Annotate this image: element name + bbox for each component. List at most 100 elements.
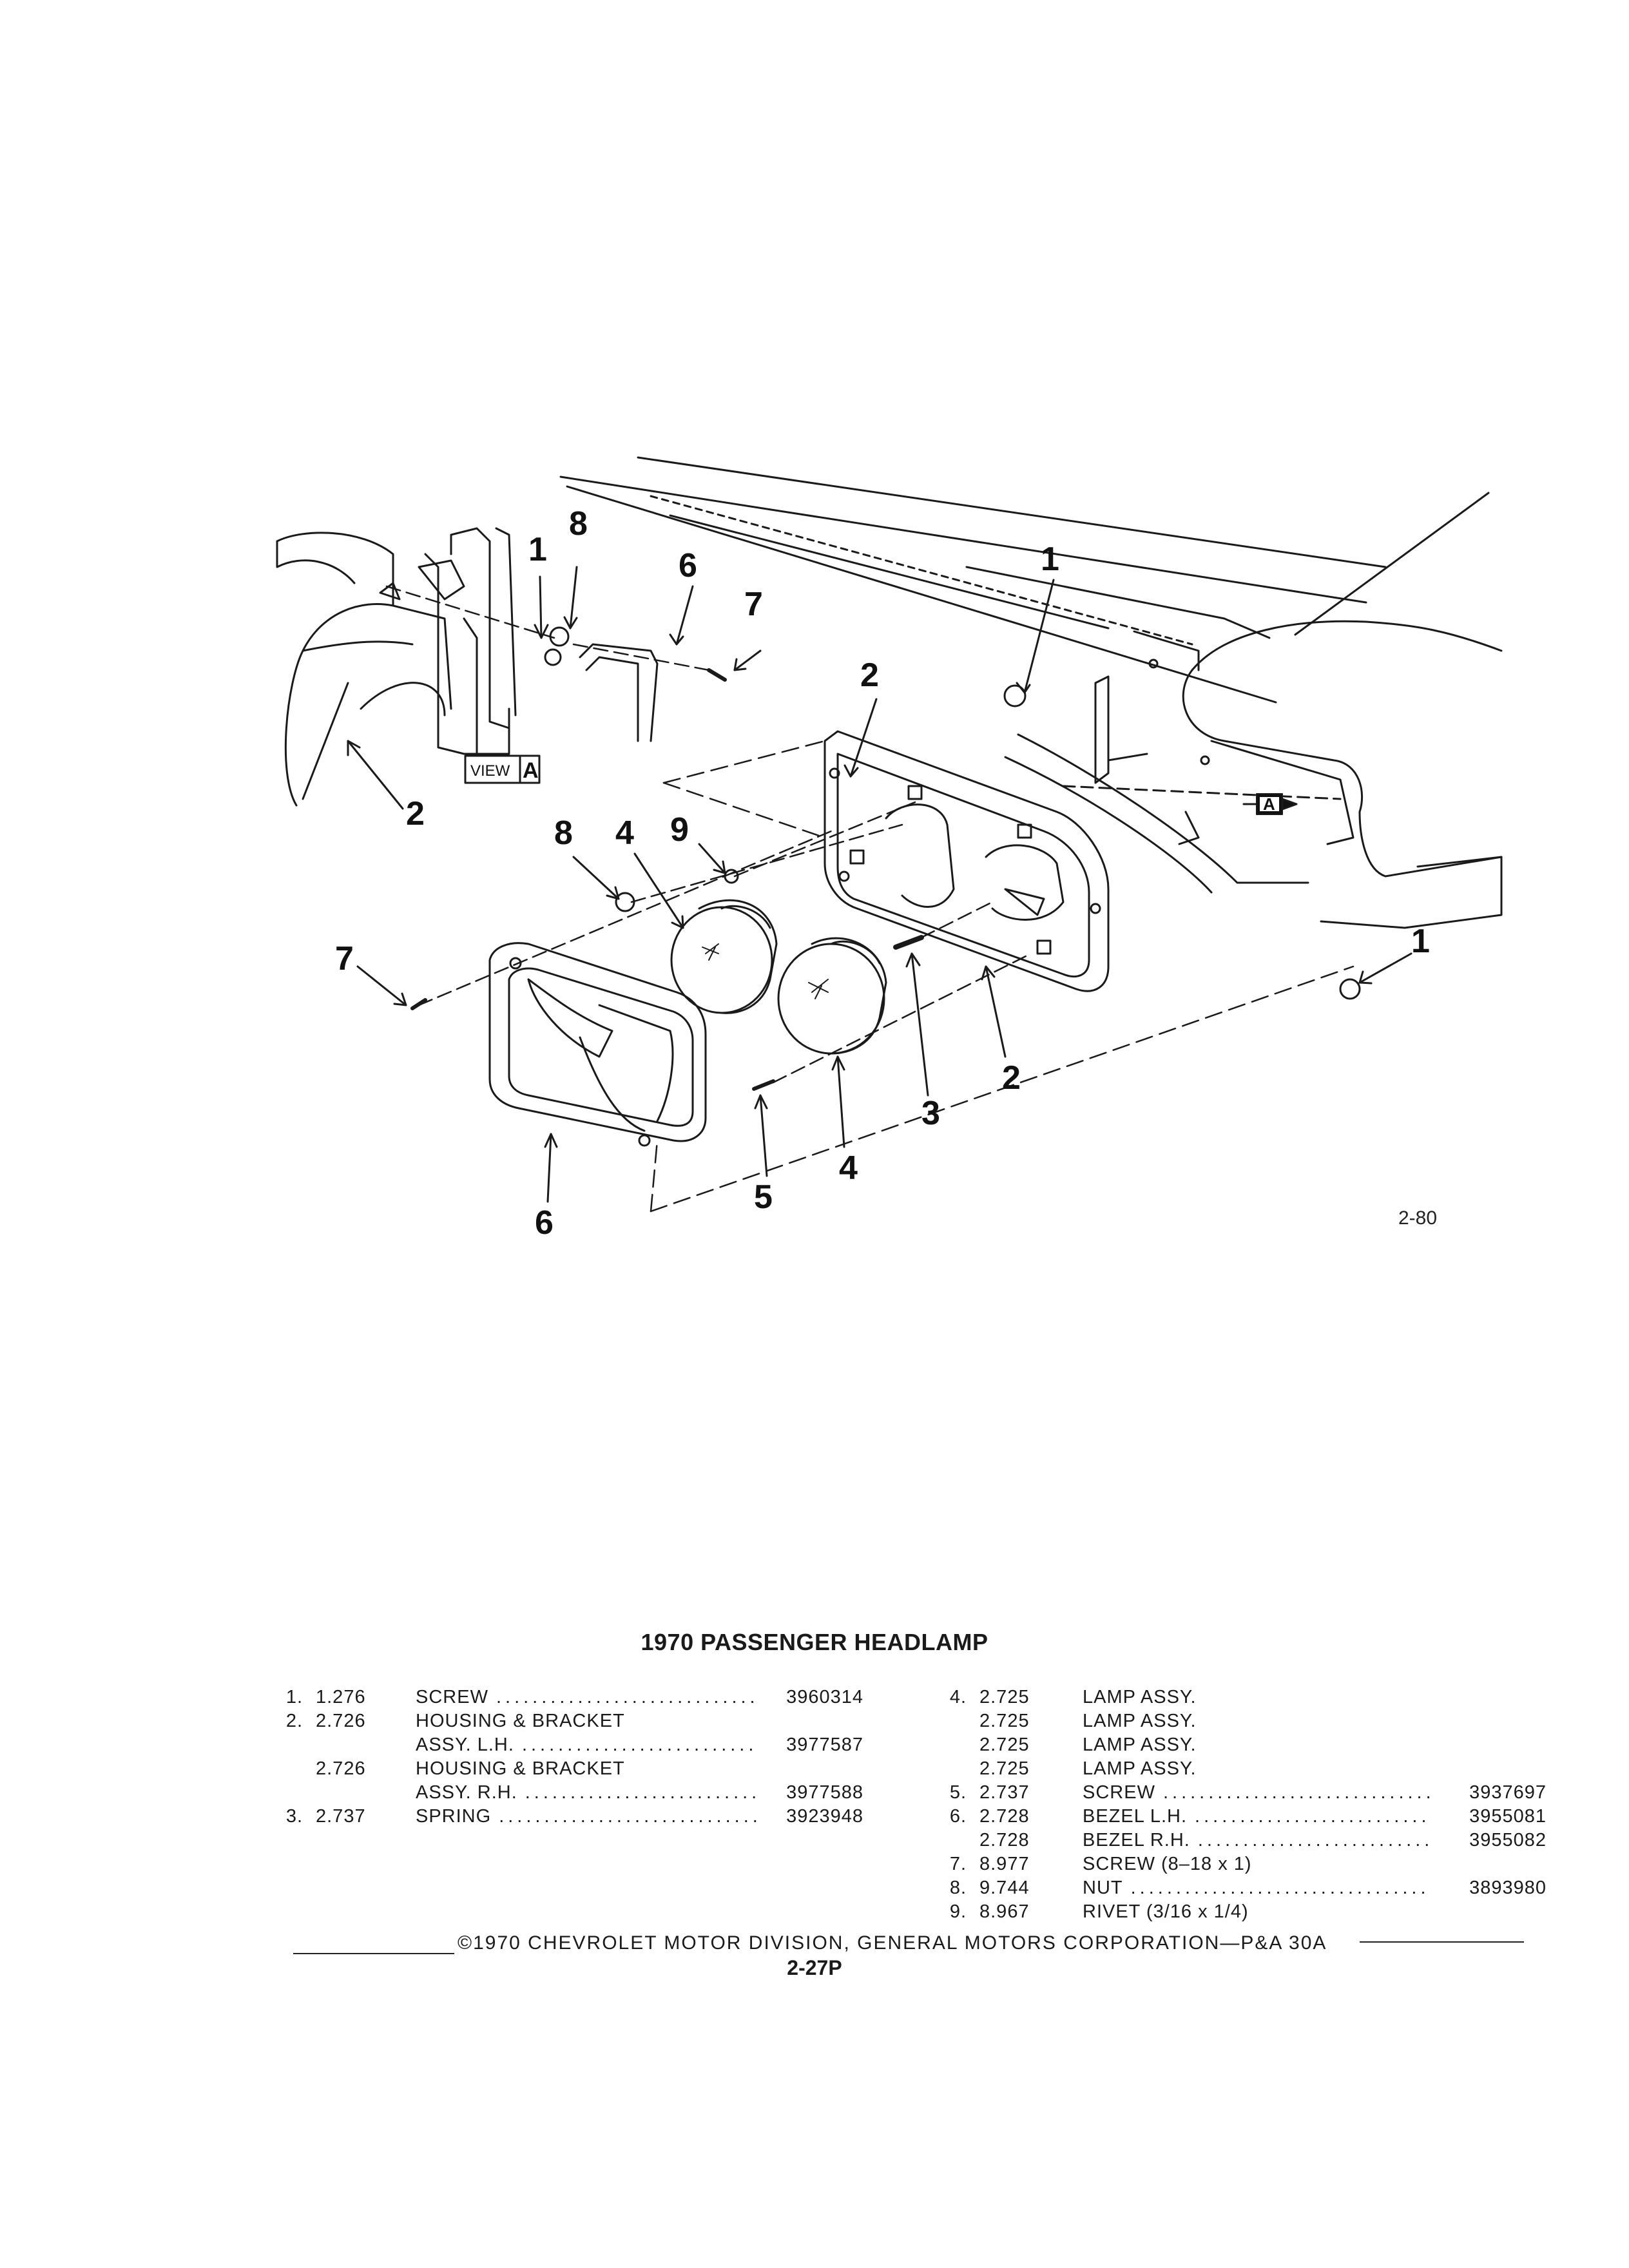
page-number: 2-27P: [787, 1956, 842, 1979]
callout-7-b: 7: [335, 940, 354, 977]
view-a-fender: [276, 527, 659, 807]
callout-arrows: [347, 566, 1412, 1203]
callout-6-a: 6: [679, 547, 697, 584]
parts-row: ASSY. L.H...............................…: [277, 1735, 876, 1758]
screw-5: [752, 1079, 775, 1091]
headlamp-housing-bracket: [824, 730, 1110, 992]
view-marker-letter: A: [1263, 794, 1275, 814]
group-number: 2.726: [316, 1711, 366, 1731]
part-number: 3955082: [1469, 1830, 1547, 1850]
callout-5: 5: [754, 1178, 773, 1216]
group-number: 8.977: [979, 1854, 1030, 1874]
group-number: 2.725: [979, 1687, 1030, 1707]
footer: ©1970 CHEVROLET MOTOR DIVISION, GENERAL …: [293, 1932, 1524, 1967]
item-index: 1.: [285, 1687, 303, 1707]
leader-dots: ........................................…: [521, 1735, 757, 1755]
callout-labels: 1 8 6 7 1 2 2 8 4 9 7 1 2 3 4 5 6: [335, 505, 1430, 1242]
part-number: 3977588: [786, 1782, 863, 1803]
leader-dots: ........................................…: [1197, 1830, 1431, 1850]
parts-row: 2.725 LAMP ASSY.: [941, 1735, 1547, 1758]
item-index: 8.: [949, 1878, 967, 1898]
callout-1-b: 1: [1041, 541, 1059, 578]
part-description: ASSY. R.H.: [416, 1782, 517, 1803]
parts-list-left: 1. 1.276 SCREW............................…: [277, 1687, 876, 1830]
item-index: 6.: [949, 1806, 967, 1827]
part-number: 3977587: [786, 1735, 863, 1755]
fender-right: [1004, 620, 1503, 894]
part-description: SPRING: [416, 1806, 492, 1827]
part-number: 3923948: [786, 1806, 863, 1827]
part-description: SCREW: [1083, 1782, 1155, 1803]
callout-8-b: 8: [554, 814, 573, 852]
leader-dots: ........................................…: [496, 1687, 757, 1707]
leader-dots: ........................................…: [1130, 1878, 1431, 1898]
parts-row: 6. 2.728 BEZEL L.H........................…: [941, 1806, 1547, 1830]
part-description: LAMP ASSY.: [1083, 1711, 1197, 1731]
callout-2-a: 2: [860, 657, 879, 694]
callout-2-b: 2: [406, 795, 425, 832]
callout-9: 9: [670, 811, 689, 849]
item-index: 3.: [285, 1806, 303, 1827]
callout-1-c: 1: [1411, 923, 1430, 960]
view-label-letter: A: [523, 758, 539, 783]
view-a-marker: A: [1242, 793, 1298, 815]
group-number: 2.728: [979, 1806, 1030, 1827]
callout-2-c: 2: [1002, 1059, 1021, 1097]
screw-1b: [1003, 684, 1027, 707]
screw-1a: [544, 648, 562, 666]
item-index: 7.: [949, 1854, 967, 1874]
callout-6-b: 6: [535, 1204, 554, 1242]
parts-row: 1. 1.276 SCREW............................…: [277, 1687, 876, 1711]
parts-row: 2. 2.726 HOUSING & BRACKET: [277, 1711, 876, 1735]
part-description: LAMP ASSY.: [1083, 1758, 1197, 1779]
part-description: HOUSING & BRACKET: [416, 1711, 625, 1731]
part-description: BEZEL R.H.: [1083, 1830, 1190, 1850]
leader-dots: ........................................…: [499, 1806, 757, 1827]
assembly-dashed-outline: [650, 740, 1354, 1213]
part-description: LAMP ASSY.: [1083, 1735, 1197, 1755]
leader-dots: ........................................…: [525, 1782, 757, 1803]
part-description: BEZEL L.H.: [1083, 1806, 1188, 1827]
headlamp-left: [670, 899, 778, 1014]
item-index: 5.: [949, 1782, 967, 1803]
group-number: 2.725: [979, 1711, 1030, 1731]
nut-8a: [549, 626, 570, 647]
page-title: 1970 PASSENGER HEADLAMP: [641, 1629, 988, 1655]
part-description: NUT: [1083, 1878, 1123, 1898]
footer-rule-left: [293, 1953, 454, 1954]
part-number: 3937697: [1469, 1782, 1547, 1803]
group-number: 2.725: [979, 1735, 1030, 1755]
screw-7b: [410, 998, 427, 1010]
part-description: SCREW: [416, 1687, 488, 1707]
part-description: RIVET (3/16 x 1/4): [1083, 1901, 1249, 1922]
part-number: 3955081: [1469, 1806, 1547, 1827]
callout-4-b: 4: [839, 1149, 858, 1187]
body-panel-lines: [559, 456, 1503, 929]
footer-rule-right: [1360, 1941, 1524, 1943]
screw-1c: [1339, 978, 1361, 1000]
screw-7a: [707, 668, 727, 682]
callout-7-a: 7: [744, 586, 763, 623]
group-number: 8.967: [979, 1901, 1030, 1922]
spring-3: [893, 935, 924, 950]
group-number: 2.726: [316, 1758, 366, 1779]
leader-dots: ........................................…: [1195, 1806, 1431, 1827]
part-description: ASSY. L.H.: [416, 1735, 514, 1755]
group-number: 1.276: [316, 1687, 366, 1707]
fasteners: [410, 626, 1361, 1091]
radiator-support-bracket: [1094, 630, 1210, 845]
figure-number: 2-80: [1398, 1207, 1437, 1229]
callout-1-a: 1: [528, 531, 547, 568]
callout-4-a: 4: [615, 814, 634, 852]
item-index: 2.: [285, 1711, 303, 1731]
part-number: 3960314: [786, 1687, 863, 1707]
view-a-label: VIEW A: [464, 754, 541, 784]
